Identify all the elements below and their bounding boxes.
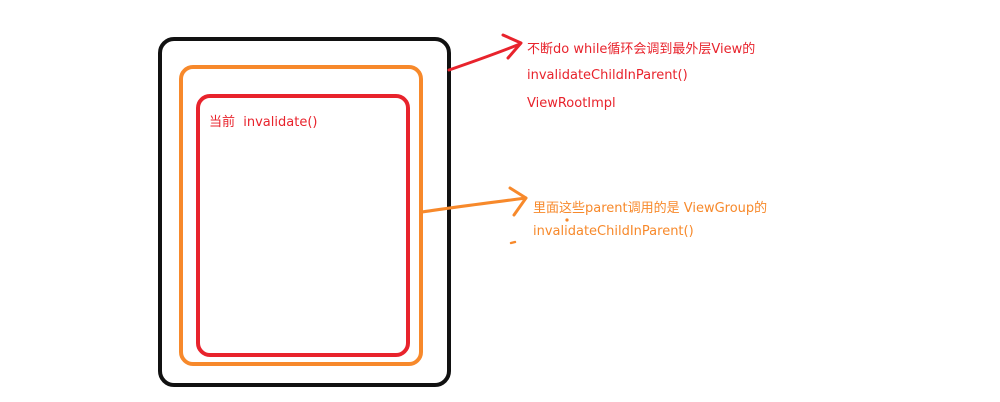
stray-marks: [509, 218, 569, 245]
current-view-box: [196, 94, 410, 357]
red-note-line-1: 不断do while循环会调到最外层View的: [527, 42, 756, 57]
inner-box-label: 当前 invalidate(): [209, 115, 318, 130]
red-note-line-3: ViewRootImpl: [527, 96, 616, 111]
orange-arrow: [420, 186, 528, 217]
orange-note-line-2: invalidateChildInParent(): [533, 224, 694, 239]
orange-note-line-1: 里面这些parent调用的是 ViewGroup的: [533, 201, 768, 216]
red-arrow: [447, 33, 523, 72]
red-note-line-2: invalidateChildInParent(): [527, 68, 688, 83]
outer-view-box: [158, 37, 451, 387]
parent-viewgroup-box: [179, 65, 423, 366]
